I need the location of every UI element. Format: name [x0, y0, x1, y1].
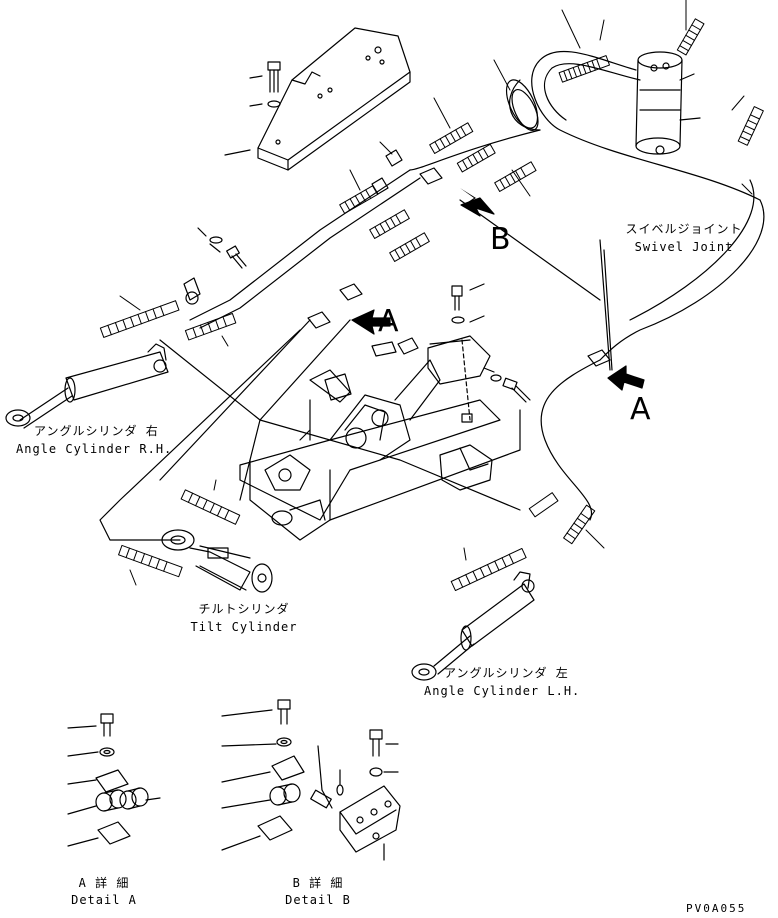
hose-fittings — [99, 18, 764, 592]
detail-a-parts — [67, 713, 161, 847]
angle-cylinder-rh-label-jp: アングルシリンダ 右 — [34, 424, 159, 438]
hoses — [99, 50, 765, 541]
view-marker-b: B — [490, 222, 511, 257]
detail-b-label-jp: B 詳 細 — [292, 876, 344, 890]
view-marker-a-right: A — [630, 392, 651, 427]
center-bracket — [427, 283, 531, 421]
angle-cylinder-rh-label-en: Angle Cylinder R.H. — [16, 442, 173, 456]
drawing-code: PV0A055 — [686, 902, 747, 915]
view-marker-a-left: A — [378, 304, 399, 339]
leader-lines — [119, 0, 753, 586]
swivel-joint-label-en: Swivel Joint — [634, 240, 734, 254]
clamps — [183, 149, 611, 367]
detail-a-label-jp: A 詳 細 — [78, 876, 130, 890]
tilt-cylinder-label-jp: チルトシリンダ — [198, 602, 290, 616]
angle-cylinder-lh-label-en: Angle Cylinder L.H. — [424, 684, 581, 698]
detail-b-parts — [221, 699, 401, 861]
angle-cylinder-lh — [411, 571, 535, 681]
angle-cylinder-lh-label-jp: アングルシリンダ 左 — [444, 666, 569, 680]
detail-b-label-en: Detail B — [285, 893, 351, 907]
swivel-joint — [635, 51, 701, 155]
frame-bracket-lh — [439, 413, 493, 491]
small-brackets — [324, 337, 419, 401]
swivel-joint-label-jp: スイベルジョイント — [625, 222, 743, 236]
tilt-cylinder — [161, 529, 273, 593]
rh-fasteners — [197, 227, 247, 269]
bracket-plate — [224, 27, 411, 171]
tilt-cylinder-label-en: Tilt Cylinder — [190, 620, 298, 634]
detail-a-label-en: Detail A — [71, 893, 137, 907]
plate-bolt — [249, 61, 281, 108]
angle-cylinder-rh — [5, 343, 169, 429]
view-arrows — [351, 188, 645, 391]
